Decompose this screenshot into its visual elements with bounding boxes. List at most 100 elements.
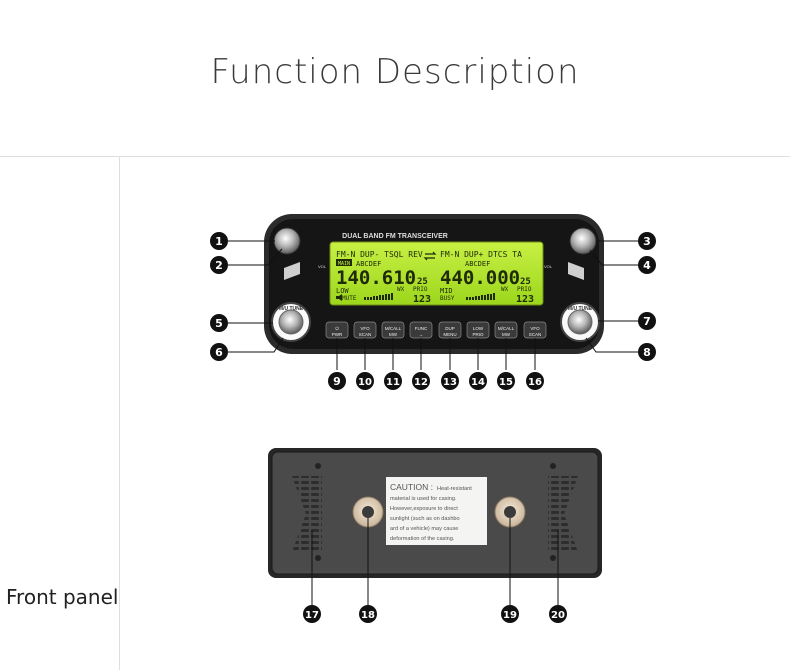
panel-button-top-label: DUP [445, 326, 455, 331]
panel-button-top-label: M/CALL [498, 326, 515, 331]
callout-number: 9 [333, 375, 341, 388]
callout-number: 10 [358, 377, 372, 388]
left-name: ABCDEF [356, 260, 381, 268]
button-row: ⏻PWRVFOSCANM/CALLMWFUNC→DUPMENULOWPRIOM/… [325, 321, 547, 339]
callout-circle [526, 372, 544, 390]
screw-bottom-left [315, 555, 321, 561]
left-mute: MUTE [342, 295, 357, 302]
panel-button-bottom-label: MENU [443, 332, 456, 337]
left-accent [284, 262, 300, 280]
right-prio: PRIO [517, 286, 532, 293]
callout-circle [210, 343, 228, 361]
left-frequency: 140.610 [336, 267, 416, 289]
caution-line-6: deformation of the casing. [390, 536, 455, 542]
left-wx: WX [397, 286, 405, 293]
callout-circle [210, 232, 228, 250]
callout-2: 2 [210, 256, 228, 274]
callout-circle [384, 372, 402, 390]
callout-number: 1 [215, 235, 223, 248]
right-frequency-suffix: 25 [520, 277, 531, 287]
panel-button-top-label: M/CALL [385, 326, 402, 331]
callout-1: 1 [210, 232, 228, 250]
callout-19: 19 [501, 605, 519, 623]
panel-button-top-label: VFO [530, 326, 540, 331]
callout-11: 11 [384, 372, 402, 390]
callout-circle [210, 256, 228, 274]
right-mount-hole [504, 506, 516, 518]
callout-10: 10 [356, 372, 374, 390]
left-vent-grill [292, 476, 322, 552]
right-wx: WX [501, 286, 509, 293]
callout-15: 15 [497, 372, 515, 390]
panel-button-bottom-label: MW [389, 332, 398, 337]
header-divider [0, 156, 790, 157]
callout-number: 11 [386, 377, 400, 388]
lcd-left-band: FM-N DUP- TSQL REV MAIN ABCDEF 140.610 2… [336, 250, 431, 305]
right-channel: 123 [516, 294, 534, 305]
column-divider [119, 156, 120, 670]
panel-button-bottom-label: SCAN [529, 332, 542, 337]
right-name: ABCDEF [465, 260, 490, 268]
callout-circle [549, 605, 567, 623]
callout-18: 18 [359, 605, 377, 623]
right-power: MID [440, 287, 453, 295]
callout-20: 20 [549, 605, 567, 623]
left-volume-knob[interactable] [273, 227, 301, 255]
caution-title: CAUTION : [390, 482, 433, 492]
swap-icon [423, 251, 437, 261]
callout-16: 16 [526, 372, 544, 390]
caution-line-2: material is used for casing. [390, 496, 457, 502]
caution-line-1: Heat-resistant [437, 486, 472, 492]
callout-number: 8 [643, 346, 651, 359]
callout-number: 17 [305, 610, 319, 621]
callout-circle [359, 605, 377, 623]
right-volume-knob[interactable] [569, 227, 597, 255]
panel-button-bottom-label: SCAN [359, 332, 372, 337]
callout-number: 3 [643, 235, 651, 248]
panel-button-4[interactable]: FUNC→ [409, 321, 433, 339]
main-badge: MAIN [338, 261, 350, 267]
callout-number: 15 [499, 377, 513, 388]
panel-button-top-label: LOW [473, 326, 484, 331]
right-tune-knob-center [567, 309, 593, 335]
callout-number: 4 [643, 259, 651, 272]
callout-circle [328, 372, 346, 390]
callout-8: 8 [638, 343, 656, 361]
screw-bottom-right [550, 555, 556, 561]
callout-7: 7 [638, 312, 656, 330]
right-busy: BUSY [440, 295, 455, 302]
callout-number: 14 [471, 377, 485, 388]
panel-button-bottom-label: PRIO [472, 332, 484, 337]
callout-number: 19 [503, 610, 517, 621]
caution-line-3: However,exposure to direct [390, 506, 458, 512]
callout-number: 16 [528, 377, 542, 388]
panel-button-bottom-label: PWR [332, 332, 343, 337]
panel-button-top-label: VFO [360, 326, 370, 331]
right-knob-label: M/U TUNE [568, 306, 593, 312]
callout-12: 12 [412, 372, 430, 390]
panel-button-top-label: ⏻ [335, 326, 339, 331]
callout-circle [638, 312, 656, 330]
radio-rear-panel: CAUTION : Heat-resistant material is use… [268, 448, 602, 578]
right-signal-meter [466, 293, 495, 300]
callout-circle [303, 605, 321, 623]
callout-number: 6 [215, 346, 223, 359]
section-label: Front panel [6, 585, 119, 609]
caution-line-5: ard of a vehicle) may cause [390, 526, 458, 532]
left-status: FM-N DUP- TSQL REV [336, 250, 423, 259]
left-frequency-suffix: 25 [417, 277, 428, 287]
right-vol-label: VOL [544, 264, 553, 269]
callout-4: 4 [638, 256, 656, 274]
callout-number: 18 [361, 610, 375, 621]
panel-button-1[interactable]: ⏻PWR [325, 321, 349, 339]
callout-circle [210, 314, 228, 332]
callout-circle [469, 372, 487, 390]
callout-number: 12 [414, 377, 428, 388]
